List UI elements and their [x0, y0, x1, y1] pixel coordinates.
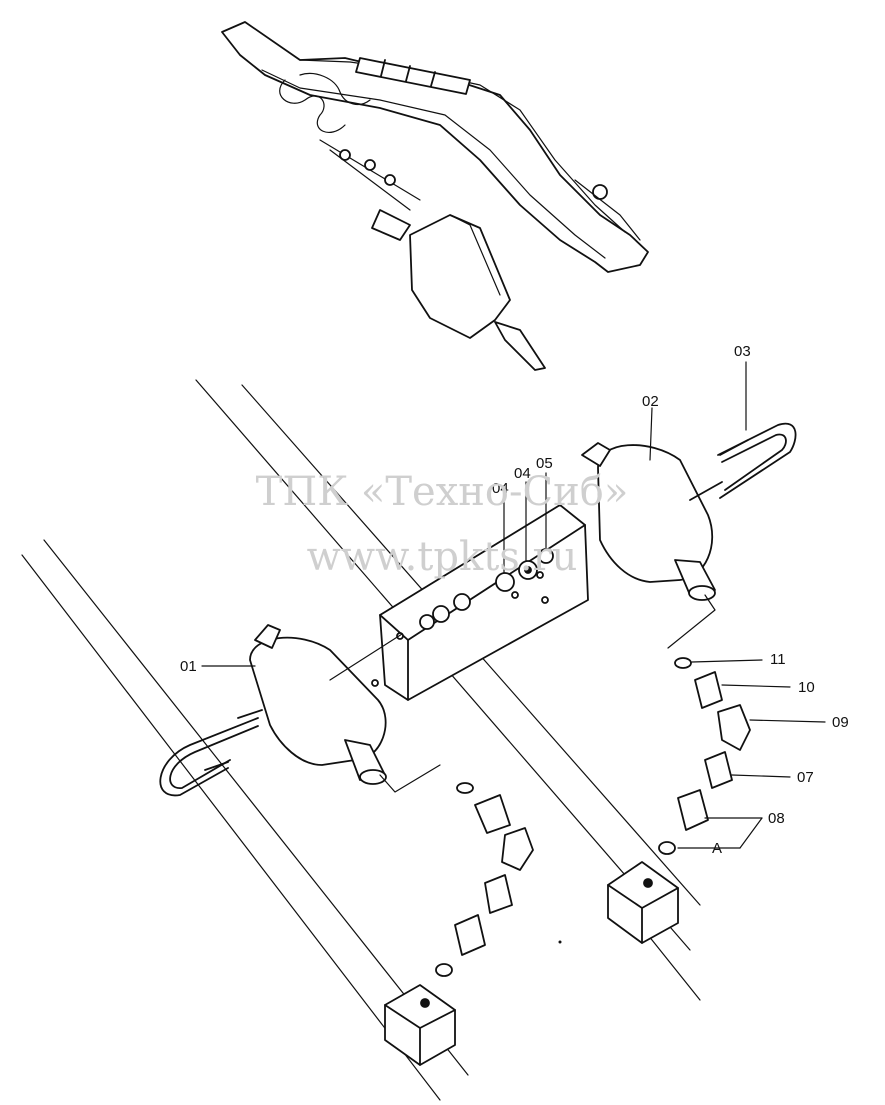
pipe-clamp-2 — [364, 159, 376, 171]
stray-dot — [558, 940, 562, 944]
cylinder-ring-2 — [405, 65, 411, 82]
breaker-mount — [371, 209, 411, 241]
hydraulic-pipe-pair — [319, 139, 421, 211]
right-rail-block-edges — [607, 884, 679, 944]
elbow-09-icon — [717, 704, 751, 751]
boom-cylinder — [355, 57, 471, 95]
left-o-ring-lower-icon — [435, 963, 453, 977]
pipe-fitting-right — [592, 184, 608, 200]
right-chain-leader — [667, 594, 716, 649]
o-ring-11-icon — [674, 657, 692, 669]
callout-05: 05 — [536, 455, 553, 472]
adapter-08-icon — [677, 789, 709, 831]
leader-lines — [201, 361, 826, 849]
callout-07: 07 — [797, 769, 814, 786]
leader-stud-01 — [329, 633, 403, 681]
leader-10 — [721, 684, 791, 688]
nut-04-left-icon — [495, 572, 515, 592]
leader-09 — [749, 719, 826, 723]
callout-08: 08 — [768, 810, 785, 827]
u-bolt-right-thread — [719, 439, 749, 456]
hydraulic-pipe-loop — [279, 79, 346, 133]
nut-icon — [432, 605, 450, 623]
left-elbow-icon — [501, 827, 534, 871]
left-fitting-chain — [379, 764, 534, 1066]
left-rail-block-edges — [384, 1004, 456, 1066]
u-bolt-left — [159, 717, 259, 797]
cylinder-ring-1 — [380, 59, 386, 77]
callout-10: 10 — [798, 679, 815, 696]
watermark-company: ТПК «Техно-Сиб» — [256, 469, 629, 515]
accumulator-02-port-end — [688, 585, 716, 601]
o-ring-A-icon — [658, 841, 676, 855]
washer-05-icon — [538, 548, 554, 564]
callout-11: 11 — [770, 651, 786, 668]
leader-11 — [691, 659, 763, 663]
callout-04-left: 04 — [492, 480, 509, 497]
rail-line-4 — [43, 539, 469, 1076]
accumulator-01-port-end — [359, 769, 387, 785]
hydraulic-pipe-loop-2 — [299, 72, 371, 106]
u-bolt-right — [717, 422, 797, 499]
callout-09: 09 — [832, 714, 849, 731]
u-bolt-left-thread-2 — [204, 761, 229, 771]
nut-icon-2 — [453, 593, 471, 611]
bracket-hole-2 — [371, 679, 379, 687]
left-rail-block-port — [420, 998, 430, 1008]
rail-line-3 — [21, 554, 441, 1101]
left-coupler-icon — [484, 874, 513, 914]
accumulator-02 — [581, 422, 797, 601]
pipe-clamp-3 — [384, 174, 396, 186]
bracket-plate — [379, 504, 589, 701]
boom-assembly-overview — [221, 21, 649, 371]
right-rail-block-port — [643, 878, 653, 888]
cylinder-ring-3 — [430, 71, 436, 87]
watermark-url: www.tpkts.ru — [307, 534, 578, 580]
accumulator-01 — [159, 624, 403, 797]
left-connector-icon — [474, 794, 511, 834]
washer-icon — [419, 614, 435, 630]
u-bolt-left-thread — [237, 709, 263, 719]
callout-03: 03 — [734, 343, 751, 360]
callout-A: A — [712, 840, 722, 857]
callout-01: 01 — [180, 658, 197, 675]
bracket-hole-4 — [541, 596, 549, 604]
right-fitting-chain — [607, 594, 751, 944]
breaker-edge — [449, 214, 501, 296]
leader-07 — [731, 774, 791, 778]
pipe-clamp-1 — [339, 149, 351, 161]
breaker-chisel — [494, 321, 546, 371]
u-bolt-right-thread-2 — [689, 481, 723, 501]
leader-08-join — [739, 817, 763, 849]
callout-04-right: 04 — [514, 465, 531, 482]
coupler-07-icon — [704, 751, 733, 789]
nut-04-bore — [524, 566, 532, 574]
left-o-ring-icon — [456, 782, 474, 794]
boom-edge-line — [261, 69, 606, 259]
accumulator-02-body — [597, 444, 713, 583]
left-rail-block — [384, 984, 456, 1066]
callout-labels: 01 02 03 04 04 05 11 10 09 07 08 A — [180, 343, 849, 857]
accumulator-02-stem — [581, 442, 611, 467]
accumulator-01-stem — [254, 624, 281, 649]
left-chain-leader — [379, 764, 441, 793]
breaker-body — [409, 214, 511, 339]
accumulator-01-body — [249, 636, 387, 766]
u-bolt-left-inner — [169, 725, 259, 789]
watermark: ТПК «Техно-Сиб» www.tpkts.ru — [256, 469, 629, 580]
connector-10-icon — [694, 671, 723, 709]
left-adapter-icon — [454, 914, 486, 956]
hydraulic-pipe-right — [574, 179, 641, 241]
callout-02: 02 — [642, 393, 659, 410]
right-rail-block — [607, 861, 679, 944]
u-bolt-right-inner — [721, 433, 787, 491]
leader-02 — [649, 407, 653, 461]
bracket-hole-3 — [536, 571, 544, 579]
mounting-bracket — [371, 504, 589, 701]
bracket-hole-5 — [511, 591, 519, 599]
